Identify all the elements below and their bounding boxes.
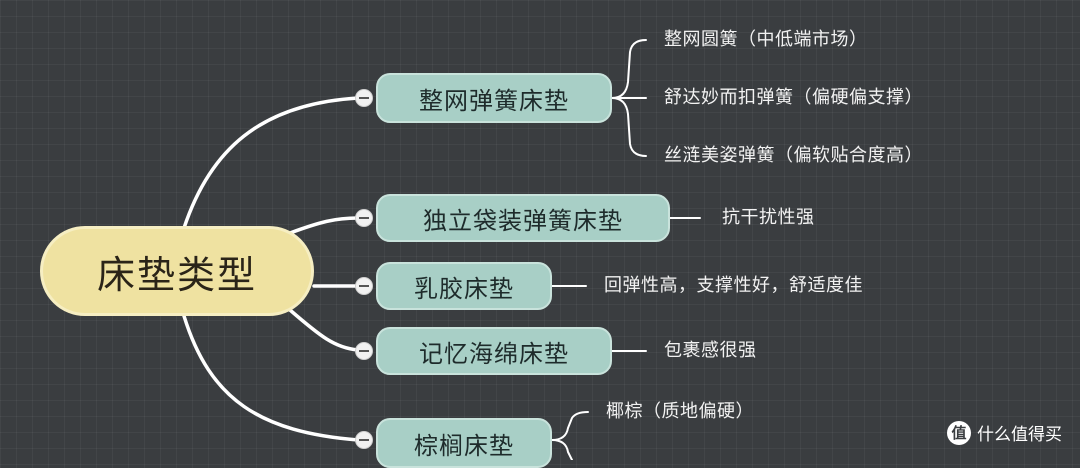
minus-icon [359,285,369,287]
leaf-node[interactable]: 丝涟美姿弹簧（偏软贴合度高） [664,145,923,166]
collapse-toggle-branch-4[interactable] [355,342,373,360]
branch-node-label: 记忆海绵床垫 [419,339,569,368]
collapse-toggle-branch-1[interactable] [355,89,373,107]
branch-node-2[interactable]: 独立袋装弹簧床垫 [376,194,670,242]
branch-node-3[interactable]: 乳胶床垫 [376,262,552,310]
minus-icon [359,97,369,99]
leaf-node[interactable]: 舒达妙而扣弹簧（偏硬偏支撑） [664,87,923,108]
collapse-toggle-branch-2[interactable] [355,209,373,227]
connector-root-branch-2 [288,216,360,235]
branch-node-4[interactable]: 记忆海绵床垫 [376,327,612,375]
leaf-node[interactable]: 包裹感很强 [664,340,757,361]
zhidemai-logo-icon: 值 [947,420,971,445]
collapse-toggle-branch-3[interactable] [355,277,373,295]
branch-node-5[interactable]: 棕榈床垫 [376,418,552,468]
connector-root-branch-5 [182,314,360,442]
root-node-label: 床垫类型 [96,252,257,297]
branch-node-label: 乳胶床垫 [414,274,514,303]
brace-branch-1 [611,39,647,157]
minus-icon [359,439,369,441]
branch-node-label: 独立袋装弹簧床垫 [423,206,623,235]
branch-node-1[interactable]: 整网弹簧床垫 [376,73,612,123]
minus-icon [359,217,369,219]
watermark-text: 什么值得买 [977,425,1062,445]
leaf-node[interactable]: 椰棕（质地偏硬） [606,401,754,422]
connector-root-branch-1 [182,96,360,230]
collapse-toggle-branch-5[interactable] [355,431,373,449]
brace-branch-5 [551,411,589,460]
leaf-node[interactable]: 整网圆簧（中低端市场） [664,29,868,50]
branch-node-label: 整网弹簧床垫 [419,86,569,115]
root-node[interactable]: 床垫类型 [40,226,314,316]
watermark: 值 什么值得买 [947,420,1062,445]
leaf-node[interactable]: 回弹性高，支撑性好，舒适度佳 [604,275,863,296]
branch-node-label: 棕榈床垫 [414,431,514,460]
leaf-node[interactable]: 抗干扰性强 [722,207,815,228]
connector-root-branch-4 [288,308,360,352]
minus-icon [359,350,369,352]
